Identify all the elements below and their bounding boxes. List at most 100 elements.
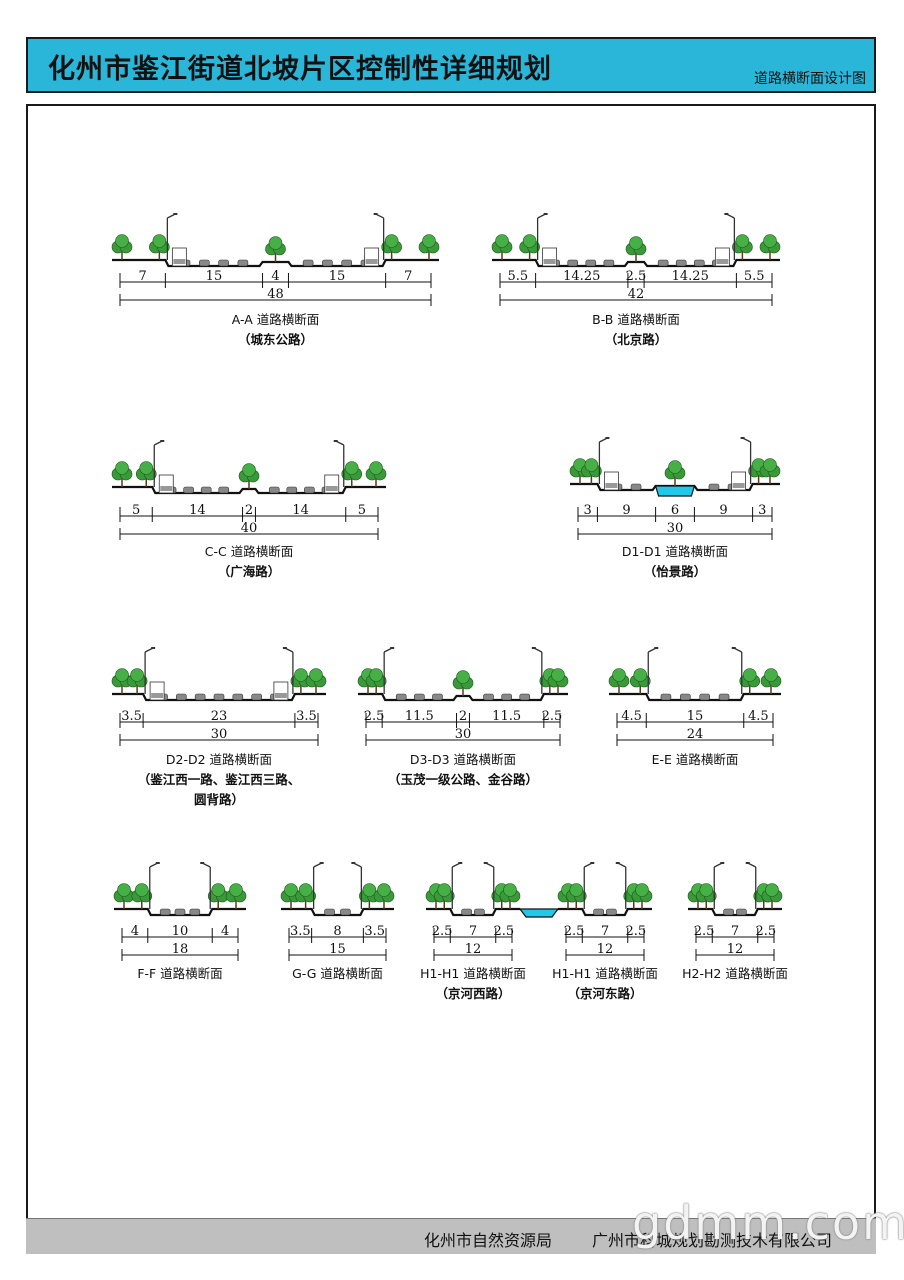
tree-icon [499, 883, 521, 909]
truck-icon [324, 474, 340, 494]
segment-width-label: 5.5 [744, 269, 765, 284]
street-lamp-icon [724, 213, 736, 260]
section-caption: H1-H1 道路横断面 [552, 966, 658, 981]
road-name: （鉴江西一路、鉴江西三路、 [138, 772, 301, 787]
tree-icon [135, 461, 157, 487]
tree-icon [547, 668, 569, 694]
segment-width-label: 6 [671, 503, 679, 518]
street-lamp-icon [740, 437, 752, 484]
tree-icon [131, 883, 153, 909]
segment-width-label: 10 [172, 924, 189, 939]
segment-width-label: 14 [292, 503, 309, 518]
car-icon [189, 908, 201, 916]
tree-icon [280, 883, 302, 909]
street-lamp-icon [333, 440, 345, 487]
segment-width-label: 3.5 [121, 709, 142, 724]
section-caption: E-E 道路横断面 [652, 752, 739, 767]
segment-width-label: 4 [131, 924, 139, 939]
section-caption: D1-D1 道路横断面 [622, 544, 728, 559]
total-width-label: 42 [628, 287, 645, 302]
car-icon [174, 908, 186, 916]
tree-icon [608, 668, 630, 694]
car-icon [474, 908, 485, 916]
segment-width-label: 2.5 [432, 924, 453, 939]
total-width-label: 30 [211, 727, 228, 742]
car-icon [630, 483, 642, 491]
tree-icon [452, 670, 474, 696]
road-name: （北京路） [605, 332, 668, 347]
car-icon [286, 486, 298, 494]
tree-icon [625, 236, 647, 262]
street-lamp-icon [745, 862, 757, 909]
car-icon [324, 908, 335, 916]
segment-width-label: 2 [245, 503, 253, 518]
truck-icon [149, 681, 165, 701]
street-lamp-icon [373, 213, 385, 260]
street-lamp-icon [451, 862, 463, 909]
road-profile [688, 907, 782, 917]
tree-icon [111, 234, 133, 260]
segment-width-label: 4 [221, 924, 229, 939]
car-icon [218, 259, 229, 267]
car-icon [585, 259, 597, 267]
segment-width-label: 11.5 [492, 709, 521, 724]
car-icon [603, 259, 615, 267]
car-icon [251, 693, 262, 701]
segment-width-label: 9 [622, 503, 630, 518]
road-name-line2: 圆背路） [194, 792, 244, 807]
tree-icon [373, 883, 395, 909]
truck-icon [731, 471, 746, 491]
segment-width-label: 3.5 [296, 709, 317, 724]
car-icon [723, 908, 734, 916]
street-lamp-icon [351, 862, 363, 909]
tree-icon [732, 234, 753, 260]
segment-width-label: 4.5 [621, 709, 642, 724]
segment-width-label: 15 [687, 709, 704, 724]
car-icon [176, 693, 187, 701]
segment-width-label: 5 [358, 503, 366, 518]
segment-width-label: 15 [329, 269, 346, 284]
car-icon [567, 259, 579, 267]
road-profile [426, 907, 520, 917]
total-width-label: 12 [597, 942, 614, 957]
watermark: gdmm.com [632, 1196, 904, 1250]
sheet-title: 化州市鉴江街道北坡片区控制性详细规划 [48, 54, 552, 85]
car-icon [675, 259, 687, 267]
car-icon [501, 693, 512, 701]
street-lamp-icon [483, 862, 495, 909]
tree-icon [295, 883, 316, 909]
segment-width-label: 8 [333, 924, 341, 939]
tree-icon [126, 668, 148, 694]
tree-icon [305, 668, 327, 694]
segment-width-label: 2.5 [756, 924, 777, 939]
segment-width-label: 2.5 [694, 924, 715, 939]
car-icon [304, 486, 315, 494]
street-lamp-icon [536, 213, 548, 260]
tree-icon [365, 461, 387, 487]
segment-width-label: 4.5 [748, 709, 769, 724]
tree-icon [760, 668, 782, 694]
car-icon [432, 693, 443, 701]
street-lamp-icon [731, 647, 743, 694]
car-icon [341, 259, 353, 267]
car-icon [657, 259, 669, 267]
truck-icon [542, 247, 558, 267]
section-caption: G-G 道路横断面 [292, 966, 383, 981]
segment-width-label: 7 [601, 924, 609, 939]
street-lamp-icon [583, 862, 595, 909]
title-bar: 化州市鉴江街道北坡片区控制性详细规划 道路横断面设计图 [26, 37, 876, 93]
road-name: （玉茂一级公路、金谷路） [388, 772, 538, 787]
tree-icon [207, 883, 229, 909]
river-channel [518, 908, 560, 918]
total-width-label: 30 [667, 521, 684, 536]
segment-width-label: 5.5 [507, 269, 528, 284]
car-icon [693, 259, 705, 267]
street-lamp-icon [647, 647, 659, 694]
